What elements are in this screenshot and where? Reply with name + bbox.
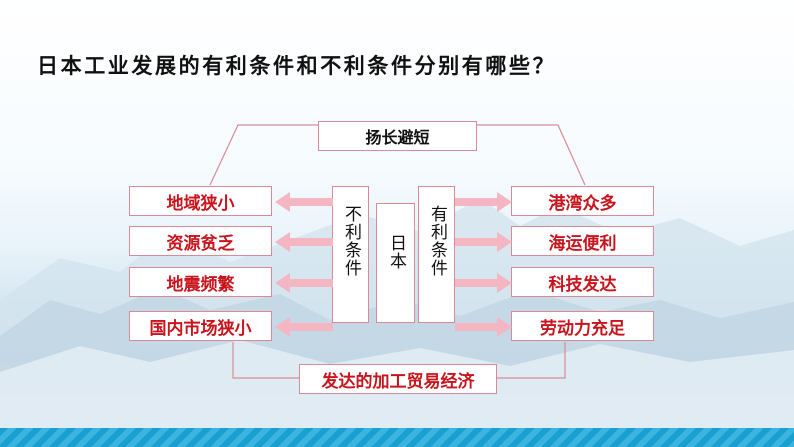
unfavorable-item-1: 地域狭小 — [129, 186, 272, 216]
left-arrow-icon — [275, 232, 333, 252]
unfavorable-item-4: 国内市场狭小 — [129, 311, 272, 341]
favorable-item-label: 科技发达 — [548, 274, 617, 295]
right-arrow-icon — [455, 317, 512, 337]
right-arrow-icon — [455, 192, 512, 212]
favorable-item-2: 海运便利 — [511, 226, 654, 256]
favorable-header-box: 有利条件 — [418, 186, 455, 323]
right-arrow-icon — [455, 232, 512, 252]
center-label: 日本 — [386, 234, 406, 270]
left-arrow-icon — [275, 192, 333, 212]
favorable-item-label: 劳动力充足 — [540, 318, 625, 339]
favorable-item-3: 科技发达 — [511, 267, 654, 297]
unfavorable-item-label: 国内市场狭小 — [149, 318, 252, 339]
bottom-label-box: 发达的加工贸易经济 — [299, 364, 497, 394]
bottom-label: 发达的加工贸易经济 — [321, 371, 475, 392]
unfavorable-item-label: 资源贫乏 — [166, 233, 235, 254]
left-arrow-icon — [275, 273, 333, 293]
center-box: 日本 — [376, 203, 415, 323]
unfavorable-item-3: 地震频繁 — [129, 267, 272, 297]
unfavorable-item-label: 地域狭小 — [166, 193, 235, 214]
favorable-item-label: 港湾众多 — [548, 193, 617, 214]
top-label-box: 扬长避短 — [318, 121, 477, 151]
bottom-accent-bar — [0, 428, 794, 447]
unfavorable-item-2: 资源贫乏 — [129, 226, 272, 256]
unfavorable-item-label: 地震频繁 — [166, 274, 235, 295]
favorable-item-1: 港湾众多 — [511, 186, 654, 216]
top-label: 扬长避短 — [365, 128, 430, 147]
page-title: 日本工业发展的有利条件和不利条件分别有哪些？ — [37, 54, 557, 78]
right-arrow-icon — [455, 273, 512, 293]
favorable-item-4: 劳动力充足 — [511, 311, 654, 341]
left-arrow-icon — [275, 317, 333, 337]
unfavorable-header: 不利条件 — [341, 205, 361, 277]
unfavorable-header-box: 不利条件 — [332, 186, 369, 323]
favorable-item-label: 海运便利 — [548, 233, 617, 254]
favorable-header: 有利条件 — [427, 205, 447, 277]
